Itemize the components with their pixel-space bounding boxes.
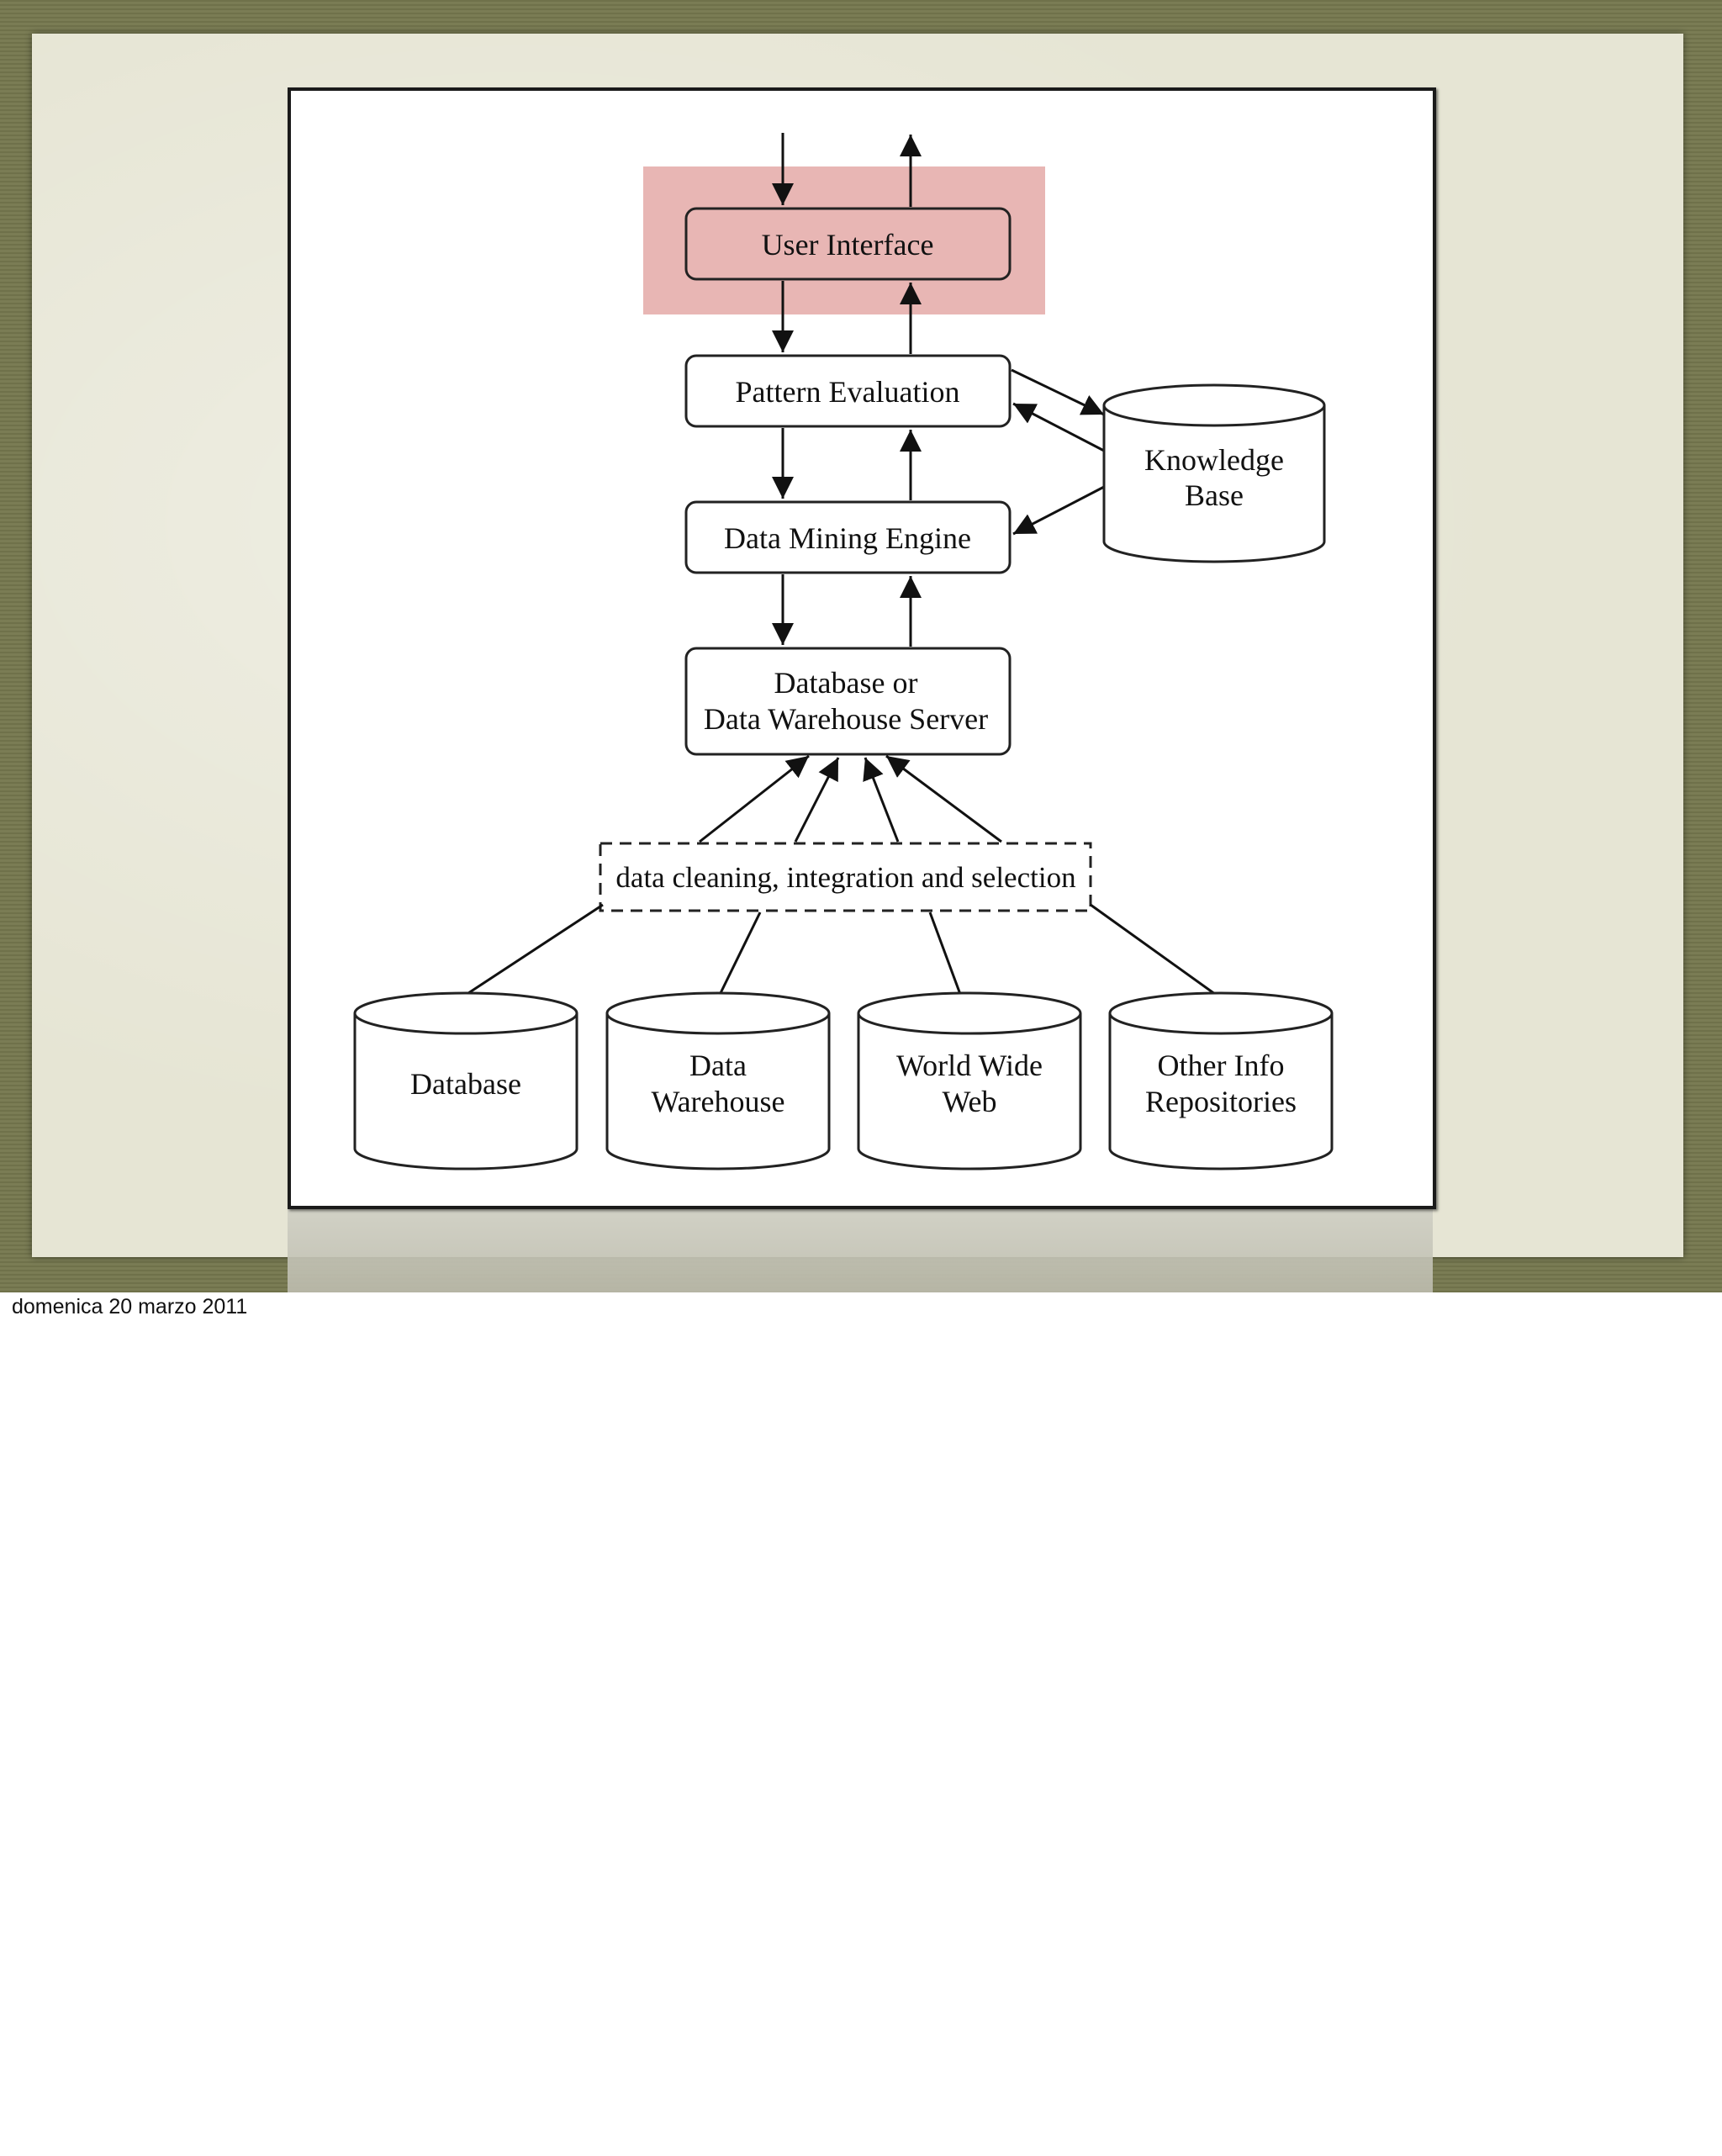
arrow-clean-to-server-4 xyxy=(885,754,1002,843)
arrow-kb-to-pe xyxy=(1012,402,1105,452)
source-data-warehouse-label-line1: Data xyxy=(689,1049,747,1082)
architecture-diagram: User Interface Pattern Evaluation Data M… xyxy=(353,133,1334,1170)
slide-background: User Interface Pattern Evaluation Data M… xyxy=(0,0,1722,1292)
connector-database xyxy=(462,903,604,998)
server-label-line1: Database or xyxy=(774,666,918,700)
pattern-evaluation-label: Pattern Evaluation xyxy=(736,375,960,409)
connector-data-warehouse xyxy=(717,912,762,997)
footer-date: domenica 20 marzo 2011 xyxy=(12,1295,248,1318)
connector-other xyxy=(1090,903,1219,998)
server-box[interactable] xyxy=(684,647,1012,756)
source-data-warehouse-cylinder[interactable]: Data Warehouse xyxy=(605,991,831,1170)
cleaning-label: data cleaning, integration and selection xyxy=(615,861,1075,894)
pattern-evaluation-box[interactable] xyxy=(684,354,1012,428)
data-mining-engine-box[interactable] xyxy=(684,500,1012,574)
source-www-label-line2: Web xyxy=(942,1085,996,1118)
diagram-frame: User Interface Pattern Evaluation Data M… xyxy=(288,87,1436,1209)
source-other-info-cylinder[interactable]: Other Info Repositories xyxy=(1108,991,1334,1170)
knowledge-base-cylinder[interactable]: Knowledge Base xyxy=(1102,383,1326,563)
knowledge-base-label-line2: Base xyxy=(1185,478,1244,512)
diagram-reflection xyxy=(288,1209,1433,1292)
data-mining-engine-label: Data Mining Engine xyxy=(724,521,971,555)
arrow-clean-to-server-1 xyxy=(699,754,810,843)
arrow-kb-to-dme xyxy=(1012,485,1105,536)
source-database-label: Database xyxy=(410,1067,521,1101)
arrow-clean-to-server-2 xyxy=(794,757,840,843)
server-label-line2: Data Warehouse Server xyxy=(704,702,988,736)
arrow-pe-to-kb xyxy=(1011,368,1105,416)
source-www-cylinder[interactable]: World Wide Web xyxy=(857,991,1082,1170)
arrow-clean-to-server-3 xyxy=(863,757,900,843)
user-interface-highlight xyxy=(643,166,1045,314)
source-other-info-label-line2: Repositories xyxy=(1145,1085,1297,1118)
user-interface-box[interactable] xyxy=(684,207,1012,281)
knowledge-base-label-line1: Knowledge xyxy=(1144,443,1284,477)
source-www-label-line1: World Wide xyxy=(896,1049,1043,1082)
source-other-info-label-line1: Other Info xyxy=(1158,1049,1285,1082)
user-interface-label: User Interface xyxy=(762,228,934,262)
connector-www xyxy=(928,912,963,997)
source-data-warehouse-label-line2: Warehouse xyxy=(651,1085,784,1118)
cleaning-box[interactable] xyxy=(599,842,1092,912)
source-database-cylinder[interactable]: Database xyxy=(353,991,578,1170)
